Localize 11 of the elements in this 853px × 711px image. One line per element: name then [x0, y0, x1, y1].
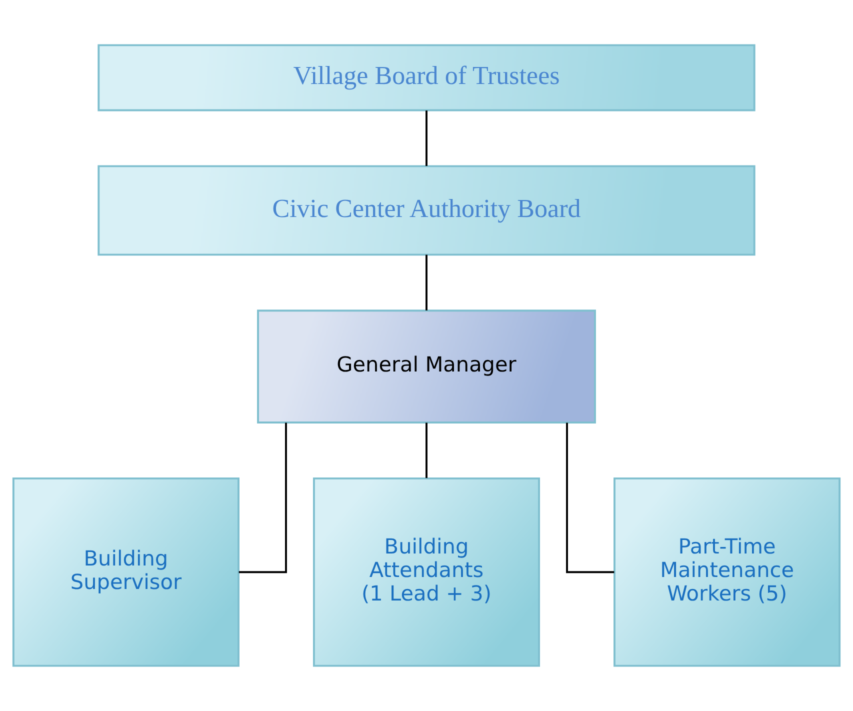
node-box: Part-Time Maintenance Workers (5): [614, 477, 841, 667]
connector: [566, 422, 614, 574]
node-box: Village Board of Trustees: [98, 44, 756, 112]
node-box: Building Supervisor: [12, 477, 240, 667]
node-box: Building Attendants (1 Lead + 3): [312, 477, 540, 667]
node-box: Civic Center Authority Board: [98, 165, 756, 256]
node-box: General Manager: [257, 310, 596, 424]
connector: [426, 254, 428, 310]
connector: [426, 110, 428, 166]
connector: [426, 422, 428, 478]
connector: [238, 422, 287, 574]
